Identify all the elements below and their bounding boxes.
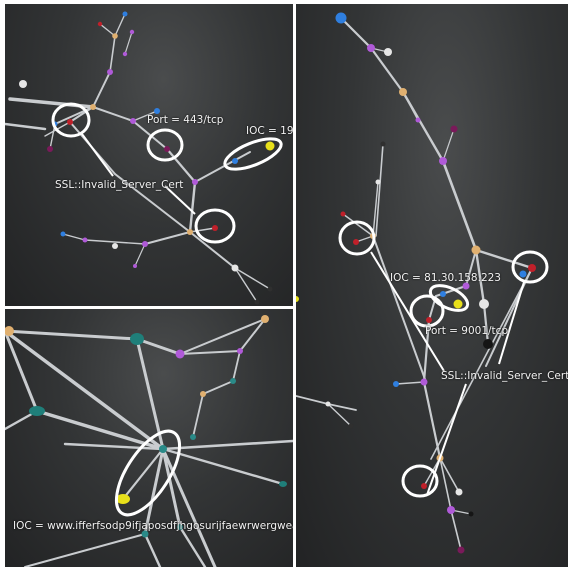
graph-canvas[interactable] (296, 4, 568, 567)
graph-view-bottom-left[interactable]: IOC = www.ifferfsodp9ifjaposdfjhgosurijf… (5, 309, 293, 567)
ssl-cert-label: SSL::Invalid_Server_Cert (55, 179, 184, 191)
highlight-ring (194, 208, 236, 244)
highlight-ring (51, 102, 91, 138)
ssl-cert-label: SSL::Invalid_Server_Cert (441, 370, 568, 382)
highlight-ring (511, 250, 549, 284)
ioc-label: IOC = www.ifferfsodp9ifjaposdfjhgosurijf… (13, 520, 293, 532)
highlight-ring (338, 220, 376, 256)
ioc-label: IOC = 193.23.244.244 (246, 125, 293, 137)
highlight-ring (223, 137, 283, 171)
ioc-label: IOC = 81.30.158.223 (390, 272, 501, 284)
highlight-ring (409, 294, 445, 328)
highlight-ring (114, 429, 182, 517)
graph-canvas[interactable] (5, 309, 293, 567)
graph-view-right[interactable]: IOC = 81.30.158.223 Port = 9001/tcp SSL:… (296, 4, 568, 567)
highlight-ring (146, 128, 184, 162)
port-label: Port = 443/tcp (147, 114, 224, 126)
port-label: Port = 9001/tcp (425, 325, 509, 337)
graph-view-top-left[interactable]: Port = 443/tcp IOC = 193.23.244.244 SSL:… (5, 4, 293, 306)
highlight-ring (401, 464, 439, 498)
highlight-ring (428, 284, 470, 312)
graph-canvas[interactable] (5, 4, 293, 306)
